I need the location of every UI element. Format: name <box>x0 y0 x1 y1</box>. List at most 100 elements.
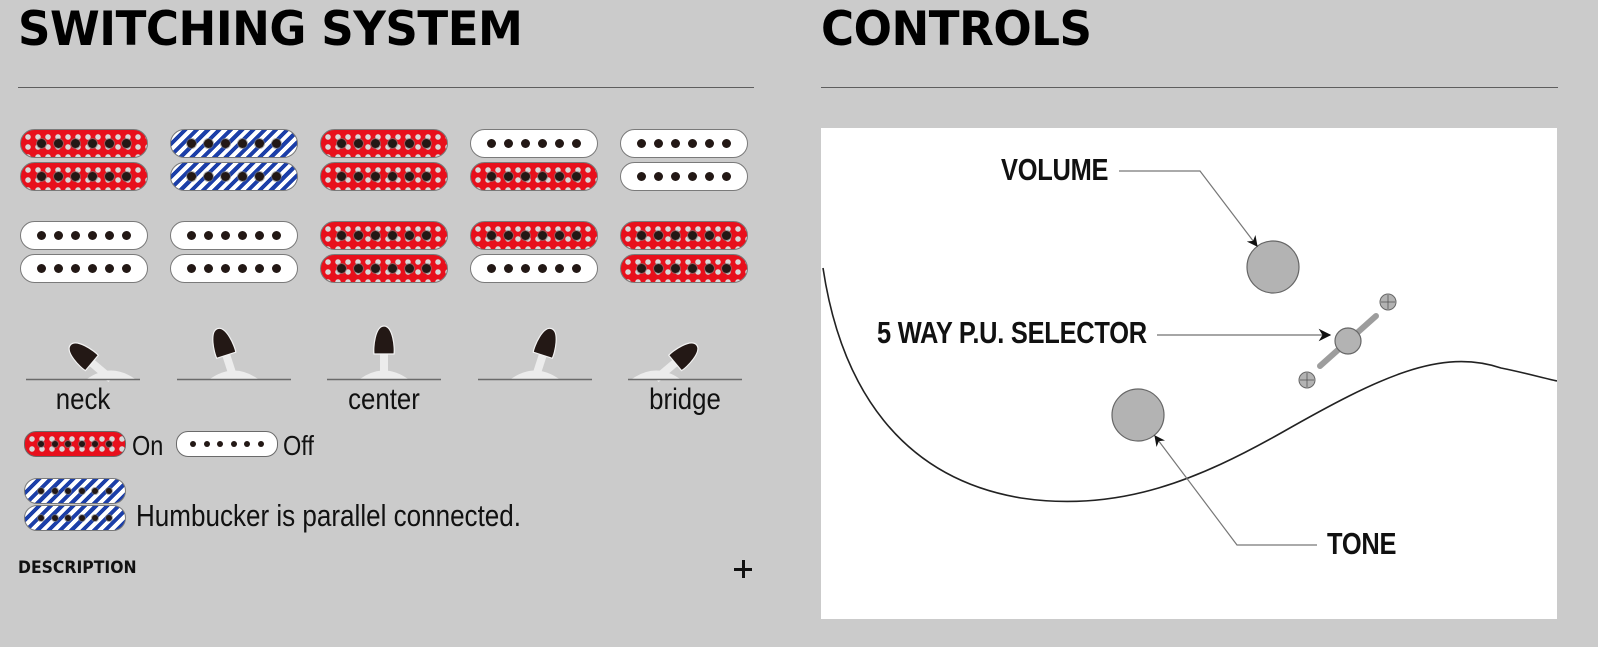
coil-bottom-on <box>20 162 148 191</box>
pole-piece <box>187 139 196 148</box>
controls-title: CONTROLS <box>821 2 1092 57</box>
coil-bottom-on <box>470 162 598 191</box>
humbucker-position-5 <box>620 220 750 284</box>
pole-piece <box>371 139 380 148</box>
pole-piece <box>487 264 496 273</box>
pole-piece <box>388 139 397 148</box>
pole-piece <box>504 264 513 273</box>
pole-piece <box>221 264 230 273</box>
switching-system-title: SWITCHING SYSTEM <box>18 2 523 57</box>
switch-position-3: center <box>327 320 441 425</box>
pole-piece <box>487 231 496 240</box>
pole-piece <box>405 139 414 148</box>
pole-piece <box>487 139 496 148</box>
switch-lever-icon <box>176 327 291 381</box>
pole-piece <box>654 264 663 273</box>
description-label: DESCRIPTION <box>18 558 137 578</box>
pole-piece <box>54 264 63 273</box>
volume-knob <box>1246 240 1300 294</box>
coil-top-parallel <box>170 129 298 158</box>
legend-off-label: Off <box>283 430 314 461</box>
pole-piece <box>272 264 281 273</box>
pole-piece <box>671 231 680 240</box>
humbucker-position-1 <box>20 220 150 284</box>
coil-top-on <box>620 221 748 250</box>
pole-piece <box>521 264 530 273</box>
pole-piece <box>272 231 281 240</box>
selector-callout: 5 WAY P.U. SELECTOR <box>877 315 1147 350</box>
switch-lever-icon <box>628 342 742 382</box>
pole-piece <box>555 231 564 240</box>
pole-piece <box>671 139 680 148</box>
pole-piece <box>388 172 397 181</box>
title-divider <box>821 87 1558 88</box>
pole-piece <box>71 231 80 240</box>
pole-piece <box>255 139 264 148</box>
pole-piece <box>722 139 731 148</box>
pole-piece <box>71 139 80 148</box>
pole-piece <box>722 231 731 240</box>
pole-piece <box>422 172 431 181</box>
title-divider <box>18 87 754 88</box>
description-accordion[interactable]: DESCRIPTION <box>18 552 754 584</box>
pole-piece <box>204 172 213 181</box>
switch-position-label: bridge <box>649 383 721 416</box>
pole-piece <box>122 264 131 273</box>
coil-top-on <box>320 129 448 158</box>
guitar-body-diagram <box>822 170 1557 546</box>
pole-piece <box>371 172 380 181</box>
pole-piece <box>705 264 714 273</box>
switch-position-1: neck <box>26 320 140 425</box>
pole-piece <box>405 264 414 273</box>
pole-piece <box>105 139 114 148</box>
pole-piece <box>122 139 131 148</box>
pickup-row-2 <box>20 220 754 284</box>
pole-piece <box>671 172 680 181</box>
pole-piece <box>572 231 581 240</box>
coil-bottom-off <box>620 162 748 191</box>
pole-piece <box>221 139 230 148</box>
pole-piece <box>88 172 97 181</box>
humbucker-position-4 <box>470 128 600 192</box>
pole-piece <box>487 172 496 181</box>
pole-piece <box>688 231 697 240</box>
legend-parallel-label: Humbucker is parallel connected. <box>136 498 522 533</box>
pole-piece <box>238 231 247 240</box>
selector-screw-top <box>1379 293 1397 311</box>
humbucker-position-2 <box>170 128 300 192</box>
coil-bottom-off <box>470 254 598 283</box>
humbucker-position-3 <box>320 128 450 192</box>
humbucker-position-3 <box>320 220 450 284</box>
pole-piece <box>221 231 230 240</box>
plus-icon[interactable] <box>732 558 754 580</box>
pole-piece <box>688 264 697 273</box>
pole-piece <box>371 231 380 240</box>
tone-callout: TONE <box>1327 526 1397 561</box>
switch-position-5: bridge <box>628 320 742 425</box>
coil-top-off <box>20 221 148 250</box>
pole-piece <box>88 231 97 240</box>
pole-piece <box>255 172 264 181</box>
pole-piece <box>37 139 46 148</box>
coil-top-on <box>20 129 148 158</box>
pole-piece <box>337 264 346 273</box>
pole-piece <box>204 264 213 273</box>
humbucker-position-4 <box>470 220 600 284</box>
pole-piece <box>337 172 346 181</box>
pole-piece <box>272 139 281 148</box>
coil-bottom-off <box>20 254 148 283</box>
pole-piece <box>705 139 714 148</box>
coil-bottom-on <box>320 254 448 283</box>
controls-section: CONTROLS <box>821 0 1558 647</box>
pole-piece <box>572 139 581 148</box>
pole-piece <box>88 264 97 273</box>
pole-piece <box>122 172 131 181</box>
coil-bottom-parallel <box>170 162 298 191</box>
pole-piece <box>572 264 581 273</box>
switch-position-label: center <box>348 383 420 416</box>
pole-piece <box>388 264 397 273</box>
pole-piece <box>238 139 247 148</box>
tone-leader-line <box>1154 435 1317 546</box>
pole-piece <box>671 264 680 273</box>
